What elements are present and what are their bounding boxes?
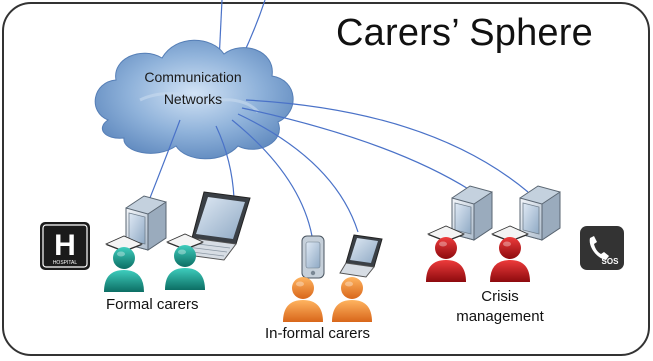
crisis-label-line2: management [456, 308, 544, 325]
svg-text:H: H [54, 229, 76, 262]
cloud-label-line1: Communication [144, 69, 242, 85]
network-links [145, 99, 529, 237]
formal-carers-label: Formal carers [106, 296, 199, 313]
hospital-icon: H HOSPITAL [40, 222, 90, 270]
informal-laptop-icon [339, 234, 383, 278]
crisis-monitor-right-icon [519, 185, 561, 241]
informal-phone-icon [301, 235, 325, 279]
svg-text:SOS: SOS [602, 257, 620, 266]
crisis-management-label: Crisis management [440, 287, 560, 327]
svg-text:HOSPITAL: HOSPITAL [53, 260, 78, 266]
informal-carers-label: In-formal carers [265, 325, 371, 342]
cloud-label: Communication Networks [118, 66, 268, 110]
cloud-label-line2: Networks [163, 91, 223, 107]
diagram-title: Carers’ Sphere [336, 12, 593, 54]
sos-phone-icon: SOS [580, 226, 624, 270]
crisis-label-line1: Crisis [481, 288, 519, 305]
